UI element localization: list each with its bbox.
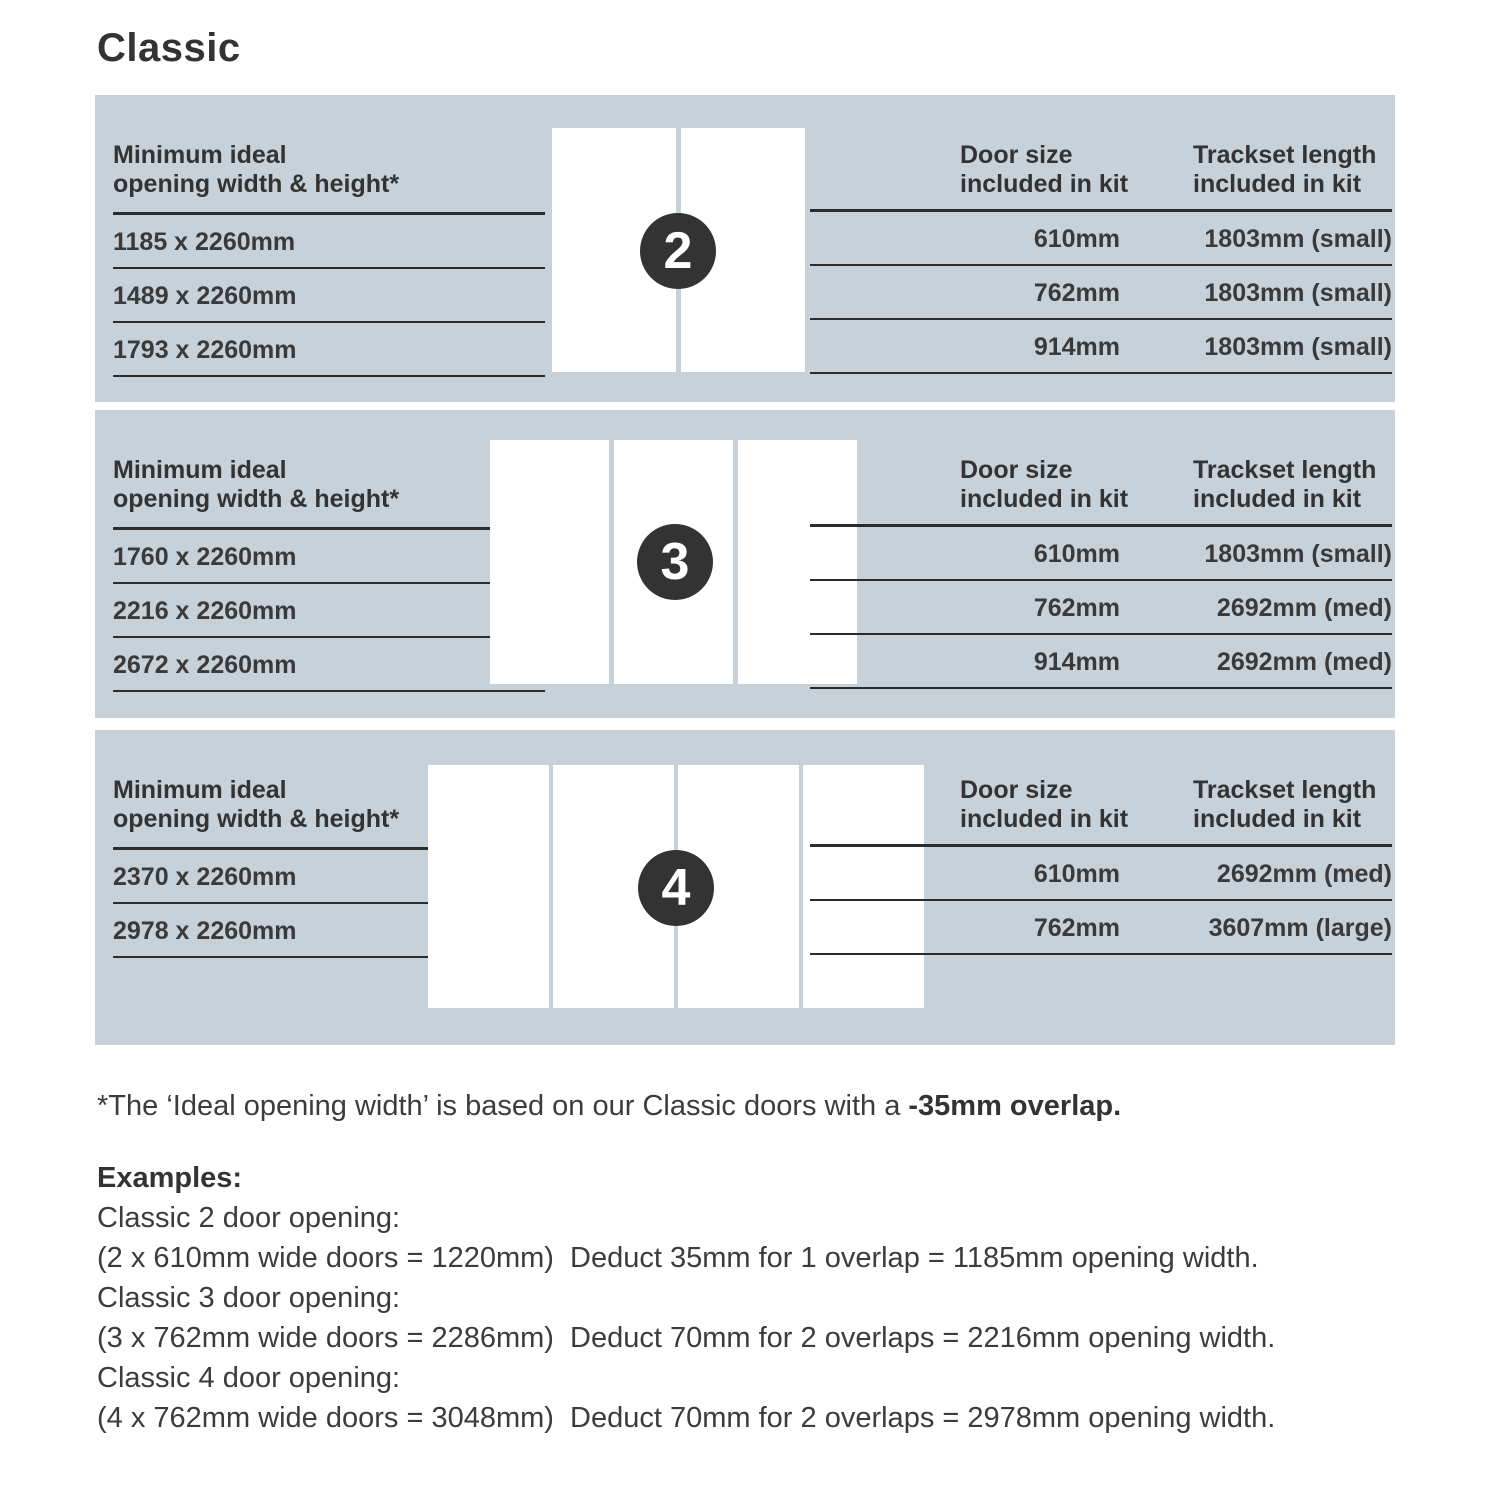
door-count-badge: 2 [640, 213, 716, 289]
kit-row: 914mm 1803mm (small) [810, 320, 1392, 374]
kit-columns-header: Door size included in kit Trackset lengt… [810, 776, 1392, 847]
opening-size-header-line2: opening width & height* [113, 485, 400, 513]
kit-row: 610mm 2692mm (med) [810, 847, 1392, 901]
opening-size-value: 1185 x 2260mm [113, 215, 545, 269]
example-line: Classic 4 door opening: [97, 1362, 401, 1394]
opening-size-header-line2: opening width & height* [113, 805, 400, 833]
example-line: (2 x 610mm wide doors = 1220mm) Deduct 3… [97, 1242, 1259, 1274]
opening-size-value: 1793 x 2260mm [113, 323, 545, 377]
door-diagram-3 [490, 440, 857, 684]
example-line: Classic 2 door opening: [97, 1202, 401, 1234]
opening-size-value: 2978 x 2260mm [113, 904, 545, 958]
opening-size-header-line2: opening width & height* [113, 170, 400, 198]
door-size-value: 762mm [1033, 279, 1120, 307]
trackset-value: 2692mm (med) [1216, 594, 1392, 622]
door-size-header-line2: included in kit [960, 485, 1129, 513]
kit-row: 762mm 3607mm (large) [810, 901, 1392, 955]
door-size-value: 762mm [1033, 594, 1120, 622]
trackset-header: Trackset length included in kit [1193, 776, 1376, 834]
kit-row: 914mm 2692mm (med) [810, 635, 1392, 689]
door-size-value: 914mm [1033, 333, 1120, 361]
trackset-value: 1803mm (small) [1204, 333, 1392, 361]
door-count-badge: 3 [637, 524, 713, 600]
trackset-value: 1803mm (small) [1204, 540, 1392, 568]
door-size-header-line1: Door size [960, 141, 1073, 169]
door-size-value: 610mm [1033, 225, 1120, 253]
opening-size-header: Minimum ideal opening width & height* [113, 456, 545, 530]
kit-columns: Door size included in kit Trackset lengt… [810, 776, 1392, 955]
trackset-header-line2: included in kit [1193, 805, 1362, 833]
kit-row: 762mm 2692mm (med) [810, 581, 1392, 635]
opening-size-column: Minimum ideal opening width & height* 23… [113, 776, 545, 958]
door-size-value: 762mm [1033, 914, 1120, 942]
trackset-value: 1803mm (small) [1204, 279, 1392, 307]
opening-size-header-line1: Minimum ideal [113, 456, 287, 484]
trackset-value: 2692mm (med) [1216, 860, 1392, 888]
trackset-header: Trackset length included in kit [1193, 456, 1376, 514]
trackset-header-line2: included in kit [1193, 170, 1362, 198]
spec-panel-2-door: Minimum ideal opening width & height* 11… [95, 95, 1395, 402]
kit-columns: Door size included in kit Trackset lengt… [810, 456, 1392, 689]
door-size-header: Door size included in kit [960, 776, 1128, 834]
trackset-header: Trackset length included in kit [1193, 141, 1376, 199]
opening-size-column: Minimum ideal opening width & height* 11… [113, 141, 545, 377]
kit-columns: Door size included in kit Trackset lengt… [810, 141, 1392, 374]
opening-size-header: Minimum ideal opening width & height* [113, 776, 545, 850]
example-line: (3 x 762mm wide doors = 2286mm) Deduct 7… [97, 1322, 1276, 1354]
door-size-header-line1: Door size [960, 456, 1073, 484]
opening-size-value: 2672 x 2260mm [113, 638, 545, 692]
door-size-value: 610mm [1033, 860, 1120, 888]
page-title: Classic [97, 26, 241, 70]
opening-size-value: 2216 x 2260mm [113, 584, 545, 638]
trackset-header-line1: Trackset length [1193, 456, 1377, 484]
door-size-header: Door size included in kit [960, 141, 1128, 199]
trackset-value: 1803mm (small) [1204, 225, 1392, 253]
door-size-header: Door size included in kit [960, 456, 1128, 514]
kit-row: 610mm 1803mm (small) [810, 212, 1392, 266]
kit-columns-header: Door size included in kit Trackset lengt… [810, 141, 1392, 212]
kit-row: 762mm 1803mm (small) [810, 266, 1392, 320]
door-panel [738, 440, 857, 684]
door-size-value: 914mm [1033, 648, 1120, 676]
door-panel [490, 440, 609, 684]
door-size-header-line2: included in kit [960, 805, 1129, 833]
opening-size-column: Minimum ideal opening width & height* 17… [113, 456, 545, 692]
door-size-value: 610mm [1033, 540, 1120, 568]
door-count-badge: 4 [638, 850, 714, 926]
footnote: *The ‘Ideal opening width’ is based on o… [97, 1090, 1121, 1123]
opening-size-header-line1: Minimum ideal [113, 776, 287, 804]
footnote-text: *The ‘Ideal opening width’ is based on o… [97, 1090, 909, 1122]
door-panel [803, 765, 924, 1008]
spec-panel-3-door: Minimum ideal opening width & height* 17… [95, 410, 1395, 718]
kit-row: 610mm 1803mm (small) [810, 527, 1392, 581]
opening-size-header: Minimum ideal opening width & height* [113, 141, 545, 215]
opening-size-header-line1: Minimum ideal [113, 141, 287, 169]
opening-size-value: 1489 x 2260mm [113, 269, 545, 323]
trackset-header-line2: included in kit [1193, 485, 1362, 513]
trackset-header-line1: Trackset length [1193, 776, 1377, 804]
trackset-value: 2692mm (med) [1216, 648, 1392, 676]
trackset-header-line1: Trackset length [1193, 141, 1377, 169]
footnote-bold: -35mm overlap. [908, 1090, 1122, 1122]
trackset-value: 3607mm (large) [1208, 914, 1392, 942]
opening-size-value: 2370 x 2260mm [113, 850, 545, 904]
example-line: (4 x 762mm wide doors = 3048mm) Deduct 7… [97, 1402, 1276, 1434]
door-size-header-line2: included in kit [960, 170, 1129, 198]
door-size-header-line1: Door size [960, 776, 1073, 804]
spec-panel-4-door: Minimum ideal opening width & height* 23… [95, 730, 1395, 1045]
door-panel [428, 765, 549, 1008]
opening-size-value: 1760 x 2260mm [113, 530, 545, 584]
examples-section: Examples: Classic 2 door opening: (2 x 6… [97, 1158, 1417, 1438]
examples-heading: Examples: [97, 1162, 243, 1194]
kit-columns-header: Door size included in kit Trackset lengt… [810, 456, 1392, 527]
example-line: Classic 3 door opening: [97, 1282, 401, 1314]
